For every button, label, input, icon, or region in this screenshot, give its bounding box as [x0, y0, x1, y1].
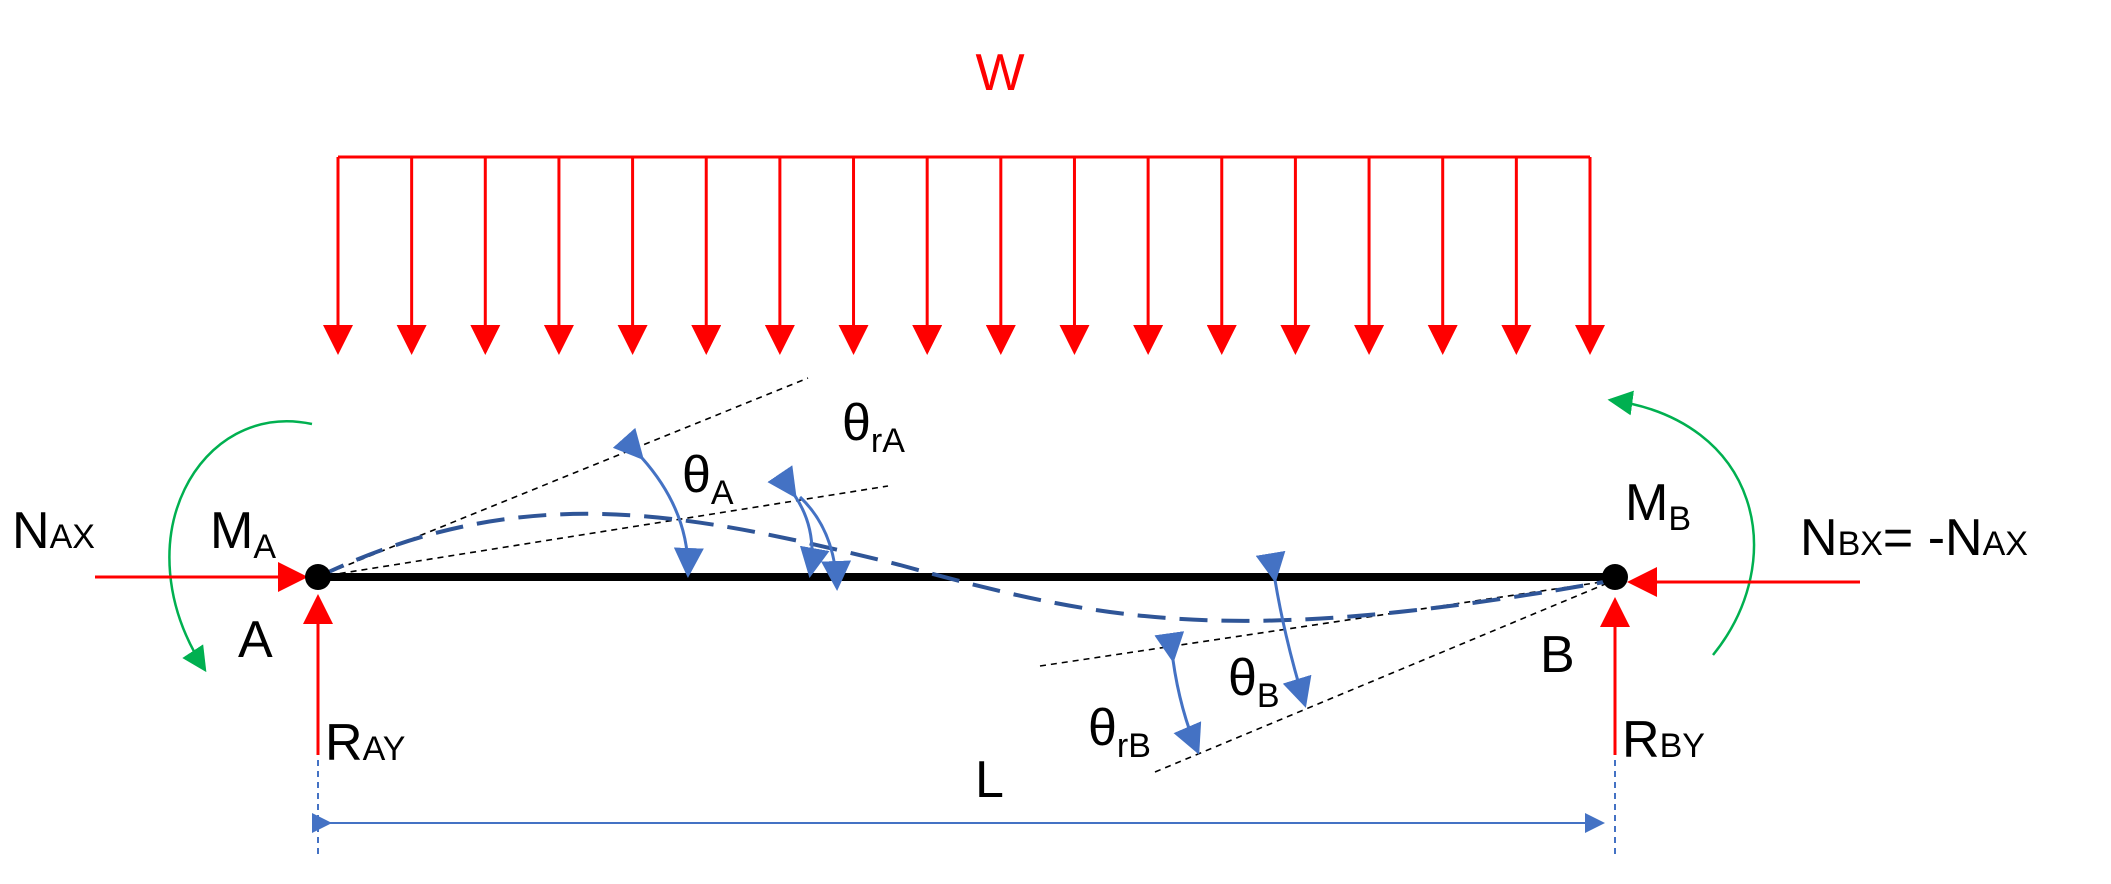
theta-ra-arc-b: [798, 495, 852, 591]
support-a-pin: [305, 564, 331, 590]
deflected-shape: [317, 511, 1616, 623]
theta-b-label: θB: [1228, 649, 1280, 715]
support-b-label: B: [1540, 626, 1575, 684]
span-dimension: [312, 760, 1616, 855]
theta-rb-arc: [1154, 631, 1202, 755]
distributed-load: [323, 155, 1605, 355]
moment-b-arrow: [1607, 390, 1756, 656]
n-ax-label: NAX: [12, 502, 95, 560]
span-label: L: [975, 751, 1004, 809]
theta-a-arc: [612, 427, 704, 578]
support-a-label: A: [238, 611, 273, 669]
load-arrows: [323, 157, 1605, 355]
theta-b-arc: [1255, 550, 1312, 708]
theta-ra-arc-a: [767, 465, 830, 578]
theta-ra-label: θrA: [842, 394, 905, 460]
theta-a-label: θA: [682, 446, 734, 512]
load-label: W: [975, 44, 1024, 102]
tangent-line-a-chord: [317, 485, 889, 578]
angle-arcs: [612, 427, 1312, 755]
theta-rb-label: θrB: [1088, 699, 1151, 765]
r-ay-label: RAY: [325, 714, 405, 772]
moment-a-arrow: [168, 420, 313, 673]
n-bx-label: NBX= -NAX: [1800, 509, 2028, 567]
tangent-line-a-rotation: [317, 377, 809, 578]
r-by-label: RBY: [1622, 711, 1705, 769]
m-a-label: MA: [210, 502, 276, 566]
m-b-label: MB: [1625, 474, 1691, 538]
support-b-pin: [1602, 564, 1628, 590]
